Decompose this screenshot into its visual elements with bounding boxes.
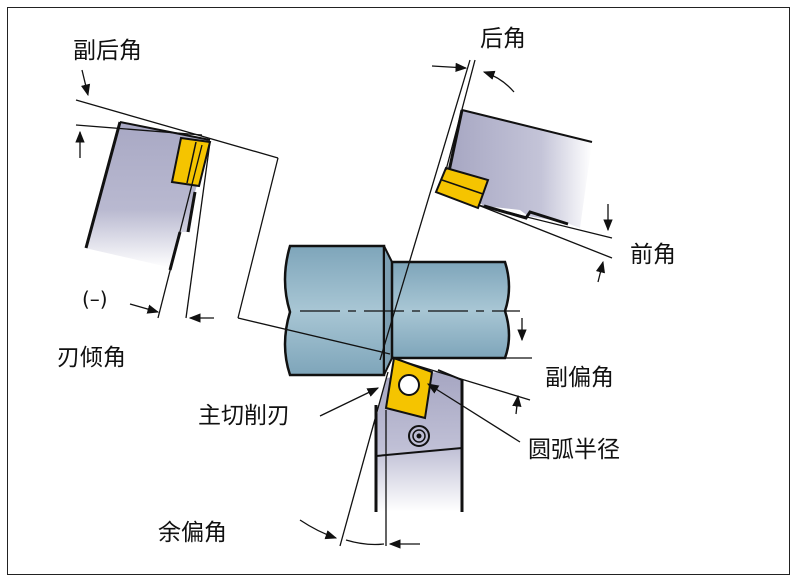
- label-major-cutting-edge: 主切削刃: [198, 403, 290, 429]
- right-insert: [434, 166, 490, 210]
- diagram-border: [7, 7, 790, 575]
- label-approach-angle: 余偏角: [158, 520, 227, 546]
- label-inclination-angle: 刃倾角: [57, 345, 126, 371]
- main-reference-lines: [299, 318, 532, 549]
- clamp-screw-icon: [408, 425, 430, 447]
- label-clearance-angle: 后角: [480, 26, 526, 52]
- label-minor-cutting-edge-angle: 副偏角: [545, 365, 614, 391]
- label-nose-radius: 圆弧半径: [528, 437, 620, 463]
- left-detail-view: [75, 69, 391, 355]
- workpiece: [283, 244, 520, 377]
- tool-holder: [374, 356, 464, 512]
- label-negative-sign: (–): [82, 287, 108, 311]
- insert-hole: [398, 374, 420, 396]
- workpiece-small-diameter: [390, 260, 511, 360]
- label-rake-angle: 前角: [630, 242, 676, 268]
- right-tool-body: [447, 110, 592, 228]
- right-detail-view: [379, 59, 613, 361]
- label-minor-clearance-angle: 副后角: [73, 38, 142, 64]
